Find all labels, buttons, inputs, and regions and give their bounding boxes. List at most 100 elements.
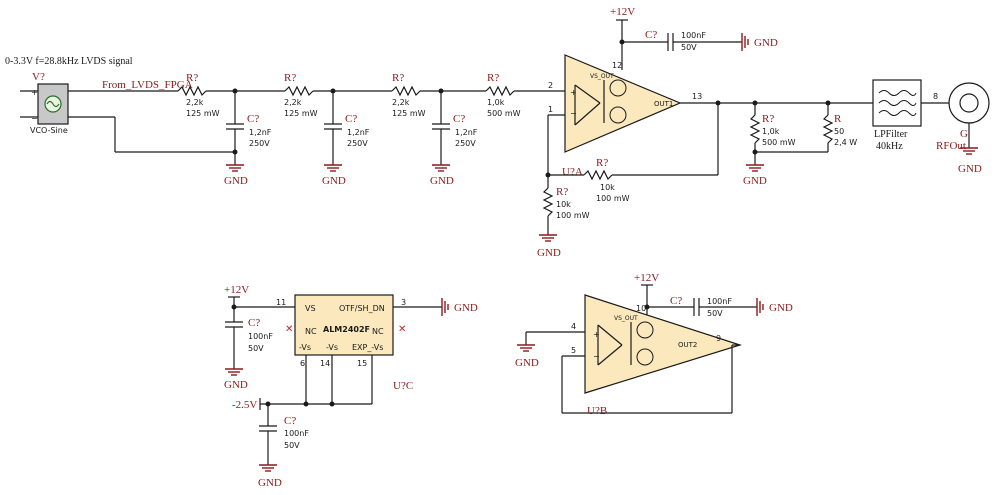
u1b-ref: U?B: [587, 405, 607, 417]
r1-value: 2,2k: [186, 98, 204, 107]
gnd-label-c6: GND: [258, 477, 282, 489]
u1a-out-label: OUT1: [654, 100, 673, 108]
net-label-lvds: From_LVDS_FPGA: [102, 79, 193, 91]
filter-pin8: 8: [933, 92, 938, 101]
r2-power: 125 mW: [284, 109, 318, 118]
u1b-pin4: 4: [571, 322, 576, 331]
vco-sine-source[interactable]: + −: [31, 83, 69, 125]
gnd-symbol-c7: [756, 298, 764, 316]
svg-text:+: +: [570, 88, 577, 97]
c4-value: 100nF: [681, 31, 706, 40]
u1c-pin3: 3: [401, 298, 406, 307]
gnd-symbol-rfout: [960, 147, 978, 155]
c5-ref: C?: [248, 317, 260, 329]
r1-ref: R?: [186, 72, 198, 84]
svg-text:−: −: [570, 109, 577, 118]
resistor-r8[interactable]: [822, 114, 834, 144]
c5-value: 100nF: [248, 332, 273, 341]
resistor-r2[interactable]: [284, 85, 314, 97]
ic-name: ALM2402F: [323, 325, 370, 334]
ic-pin-negvs-left: -Vs: [299, 343, 311, 352]
gnd-symbol-u1c-otf: [441, 298, 449, 316]
ic-pin-nc-left: NC: [305, 327, 317, 336]
svg-text:+: +: [593, 330, 600, 339]
c1-voltage: 250V: [249, 139, 270, 148]
capacitor-c7[interactable]: [693, 298, 700, 316]
u1c-ref: U?C: [393, 380, 413, 392]
c3-value: 1,2nF: [455, 128, 478, 137]
opamp-u1b[interactable]: [584, 294, 742, 394]
c3-voltage: 250V: [455, 139, 476, 148]
u1c-pin15: 15: [357, 359, 367, 368]
r8-value: 50: [834, 127, 844, 136]
gnd-label-c3: GND: [430, 175, 454, 187]
gnd-symbol-c3: [432, 164, 450, 172]
ic-pin-exp: EXP_-Vs: [352, 343, 383, 352]
gnd-symbol-r6: [539, 234, 557, 242]
capacitor-c6[interactable]: [259, 425, 277, 432]
capacitor-c2[interactable]: [324, 123, 342, 130]
r4-ref: R?: [487, 72, 499, 84]
gnd-label-c5: GND: [224, 379, 248, 391]
gnd-symbol-c6: [259, 464, 277, 472]
gnd-symbol-c1: [226, 164, 244, 172]
r3-power: 125 mW: [392, 109, 426, 118]
r7-power: 500 mW: [762, 138, 796, 147]
c1-ref: C?: [247, 113, 259, 125]
svg-text:+: +: [31, 88, 38, 97]
c7-ref: C?: [670, 295, 682, 307]
c3-ref: C?: [453, 113, 465, 125]
capacitor-c5[interactable]: [225, 321, 243, 328]
u1a-ref: U?A: [562, 166, 583, 178]
resistor-r7[interactable]: [749, 114, 761, 144]
gnd-label-r6: GND: [537, 247, 561, 259]
c4-voltage: 50V: [681, 43, 697, 52]
r8-ref: R: [834, 113, 842, 125]
gnd-symbol-c5: [225, 368, 243, 376]
u1b-pin9: 9: [716, 334, 721, 343]
resistor-r4[interactable]: [485, 85, 515, 97]
c6-value: 100nF: [284, 429, 309, 438]
source-name: VCO-Sine: [30, 126, 68, 135]
c2-value: 1,2nF: [347, 128, 370, 137]
r7-ref: R?: [762, 113, 774, 125]
capacitor-c1[interactable]: [226, 123, 244, 130]
svg-text:−: −: [31, 114, 38, 123]
resistor-r3[interactable]: [391, 85, 421, 97]
gnd-label-r7: GND: [743, 175, 767, 187]
r5-value: 10k: [600, 183, 615, 192]
u1b-supply: +12V: [634, 272, 659, 284]
rfout-connector[interactable]: [948, 82, 990, 124]
u1a-pin2: 2: [548, 81, 553, 90]
gnd-label-rfout: GND: [958, 163, 982, 175]
r6-ref: R?: [556, 186, 568, 198]
r6-value: 10k: [556, 200, 571, 209]
lp-filter[interactable]: [872, 79, 922, 127]
capacitor-c3[interactable]: [432, 123, 450, 130]
r3-ref: R?: [392, 72, 404, 84]
r3-value: 2,2k: [392, 98, 410, 107]
gnd-label-u1c-otf: GND: [454, 302, 478, 314]
resistor-r6[interactable]: [542, 187, 554, 217]
r1-power: 125 mW: [186, 109, 220, 118]
gnd-symbol-c2: [324, 164, 342, 172]
gnd-symbol-u1b: [517, 344, 535, 352]
gnd-symbol-c4: [741, 33, 749, 51]
source-ref: V?: [32, 71, 45, 83]
c2-ref: C?: [345, 113, 357, 125]
u1c-pin6: 6: [300, 359, 305, 368]
opamp-u1a[interactable]: [564, 54, 682, 153]
u1a-vs-label: VS_OUT: [590, 73, 614, 80]
u1a-pin12: 12: [612, 61, 622, 70]
c1-value: 1,2nF: [249, 128, 272, 137]
r4-power: 500 mW: [487, 109, 521, 118]
r8-power: 2,4 W: [834, 138, 857, 147]
capacitor-c4[interactable]: [667, 33, 674, 51]
resistor-r5-feedback[interactable]: [583, 169, 613, 181]
resistor-r1[interactable]: [177, 85, 207, 97]
c6-ref: C?: [284, 415, 296, 427]
gnd-label-u1b: GND: [515, 357, 539, 369]
ic-alm2402f[interactable]: [294, 294, 394, 356]
ic-pin-nc-right: NC: [372, 327, 384, 336]
